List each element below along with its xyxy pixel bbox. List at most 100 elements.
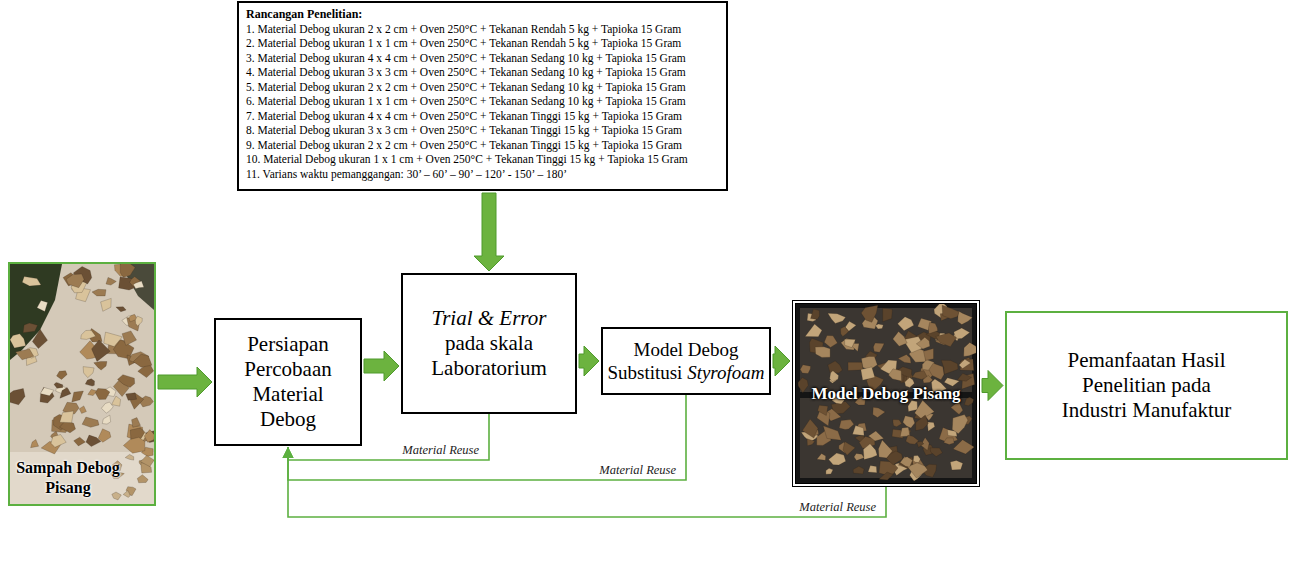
debog-chip: [101, 402, 113, 413]
debog-chip: [903, 416, 915, 428]
photo-ground: [10, 264, 154, 504]
debog-chip: [123, 437, 144, 453]
debog-chip: [898, 355, 911, 364]
debog-chip: [839, 420, 854, 430]
debog-chip: [98, 429, 111, 442]
debog-chip: [861, 367, 875, 380]
list-item: 5. Material Debog ukuran 2 x 2 cm + Oven…: [246, 80, 719, 95]
debog-chip: [964, 342, 976, 356]
debog-chip: [85, 379, 94, 386]
text-holder: Trial & Errorpada skala Laboratorium: [411, 306, 567, 381]
debog-chip: [815, 347, 830, 358]
debog-model-photo: [796, 304, 976, 483]
node-label: Trial & Error: [411, 306, 567, 331]
debog-chip: [23, 323, 37, 333]
debog-chip: [953, 440, 974, 454]
text-holder: Persiapan Percobaan Material Debog: [224, 332, 352, 432]
debog-chip: [807, 439, 815, 446]
debog-chip: [144, 430, 154, 443]
debog-chip: [132, 418, 141, 428]
debog-chip: [883, 308, 893, 321]
debog-chip: [141, 455, 155, 466]
debog-chip: [960, 359, 974, 371]
debog-chip: [873, 407, 885, 417]
debog-chip: [32, 329, 47, 348]
debog-chip: [879, 472, 893, 480]
tray: [800, 308, 972, 392]
debog-chip: [930, 448, 942, 457]
process-box: Persiapan Percobaan Material Debog: [214, 318, 362, 446]
node-label: Persiapan Percobaan Material Debog: [224, 332, 352, 432]
connector-label: Material Reuse: [797, 500, 878, 515]
text-holder: Model Debog SubstitusiStyrofoam: [607, 338, 765, 384]
debog-chip: [95, 389, 110, 400]
debog-chip: [830, 371, 839, 382]
debog-chip: [51, 435, 66, 448]
debog-chip: [893, 420, 902, 427]
text-holder: Pemanfaatan Hasil Penelitian pada Indust…: [1057, 348, 1236, 423]
debog-chip: [79, 406, 86, 414]
debog-chip: [798, 378, 808, 393]
debog-chip: [828, 313, 846, 323]
debog-chip: [917, 441, 924, 447]
debog-chip: [811, 309, 820, 319]
flow-arrow: [158, 367, 212, 397]
debog-chip: [74, 437, 86, 446]
list-item: 1. Material Debog ukuran 2 x 2 cm + Oven…: [246, 22, 719, 37]
debog-chip: [868, 431, 883, 441]
debog-chip: [802, 419, 818, 438]
text-holder: Sampah Debog Pisang: [14, 458, 122, 498]
debog-chip: [942, 305, 959, 319]
debog-chip: [123, 491, 130, 498]
debog-chip: [873, 343, 884, 352]
debog-chip: [929, 323, 938, 334]
debog-chip: [893, 332, 907, 347]
section-heading: Rancangan Penelitian:: [246, 7, 719, 22]
debog-chip: [16, 349, 34, 360]
list-item: 4. Material Debog ukuran 3 x 3 cm + Oven…: [246, 65, 719, 80]
debog-chip: [120, 264, 135, 277]
text-holder: Rancangan Penelitian:1. Material Debog u…: [246, 7, 719, 181]
list-item: 10. Material Debog ukuran 1 x 1 cm + Ove…: [246, 152, 719, 167]
debog-chip: [853, 426, 865, 436]
debog-chip: [959, 359, 971, 368]
process-box: Model Debog SubstitusiStyrofoam: [601, 327, 771, 395]
debog-chip: [845, 339, 856, 347]
debog-chip: [66, 274, 84, 288]
photo-floor: [10, 452, 154, 504]
debog-chip: [94, 361, 107, 370]
list-item: 3. Material Debog ukuran 4 x 4 cm + Oven…: [246, 51, 719, 66]
debog-chip: [944, 438, 954, 445]
debog-chip: [958, 311, 973, 325]
debog-chip: [133, 281, 144, 289]
debog-chip: [916, 337, 930, 349]
node-label: Model Debog Pisang: [802, 383, 970, 404]
debog-chip: [805, 324, 822, 337]
debog-chip: [137, 475, 148, 483]
debog-chip: [102, 415, 110, 424]
debog-chip: [824, 335, 837, 347]
debog-chip: [106, 277, 116, 285]
debog-chip: [957, 373, 971, 381]
debog-chip: [817, 454, 826, 461]
photo-box: Sampah Debog Pisang: [8, 262, 156, 506]
debog-chip: [886, 451, 902, 465]
debog-chip: [10, 389, 25, 405]
debog-chip: [112, 396, 121, 406]
debog-chip: [133, 354, 152, 367]
text-holder: Model Debog Pisang: [802, 383, 970, 404]
photo-box: Model Debog Pisang: [792, 300, 980, 487]
debog-chip: [924, 349, 934, 361]
debog-chip: [861, 305, 878, 322]
debog-chip: [57, 371, 68, 380]
leaf-shape: [10, 264, 62, 360]
flow-arrow: [982, 371, 1003, 401]
debog-chip: [60, 388, 71, 399]
debog-chip: [913, 456, 920, 463]
node-label: Pemanfaatan Hasil Penelitian pada Indust…: [1057, 348, 1236, 423]
debog-chip: [863, 444, 877, 460]
debog-chip: [37, 301, 48, 312]
flow-arrow: [364, 351, 399, 381]
list-item: 9. Material Debog ukuran 2 x 2 cm + Oven…: [246, 138, 719, 153]
